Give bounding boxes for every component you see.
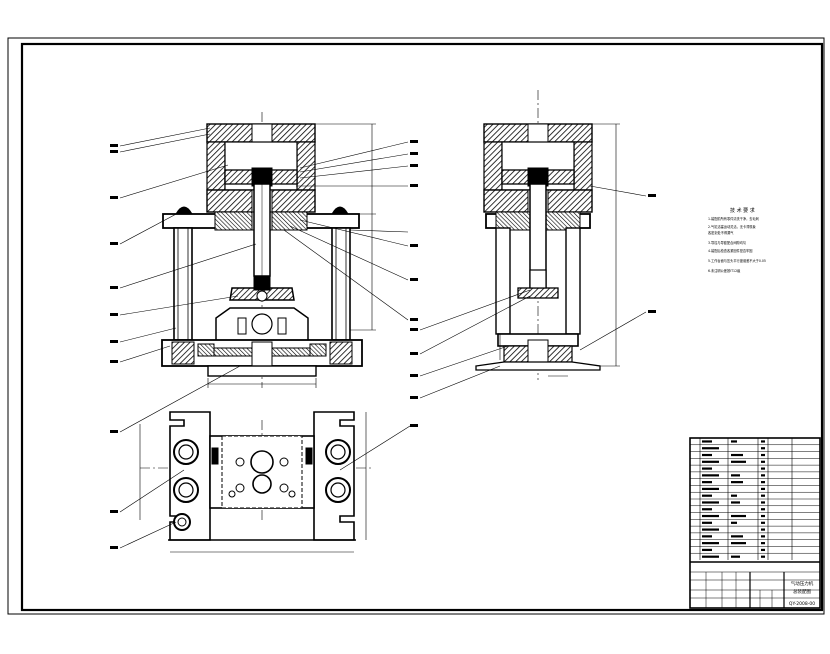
- front-section-view: [110, 112, 418, 433]
- notes-line: 3.导柱与导套配合间隙均匀: [708, 240, 746, 245]
- parts-list-entry: [761, 474, 765, 477]
- parts-list-entry: [731, 460, 746, 463]
- parts-list-entry: [702, 535, 712, 538]
- parts-list-entry: [702, 481, 712, 484]
- parts-list-entry: [702, 474, 719, 477]
- parts-list-entry: [761, 440, 765, 443]
- parts-list-entry: [761, 528, 765, 531]
- parts-list-entry: [731, 535, 743, 538]
- parts-list-rows: [690, 444, 820, 554]
- sheet-frame: [7, 37, 825, 615]
- notes-line: 4.装配后检查各紧固件是否牢固: [708, 248, 752, 253]
- parts-list-entry: [702, 467, 712, 470]
- parts-list-entry: [702, 542, 719, 545]
- parts-list-entry: [702, 447, 719, 450]
- parts-list-entry: [702, 440, 712, 443]
- parts-list-entry: [702, 555, 719, 558]
- parts-list-entry: [731, 474, 740, 477]
- parts-list-entry: [761, 501, 765, 504]
- notes-heading: 技 术 要 求: [730, 207, 755, 214]
- parts-list-entry: [702, 508, 712, 511]
- leader-labels-right: [410, 140, 418, 321]
- parts-list-entry: [731, 514, 746, 518]
- parts-list-entry: [702, 528, 719, 531]
- technical-notes: 技 术 要 求 1.装配前所有零件清洗干净，去毛刺 2.气缸活塞运动灵活，无卡滞…: [708, 207, 766, 273]
- parts-list-entry: [761, 521, 765, 524]
- notes-line: 5.工作台面与压头平行度误差不大于0.05: [708, 258, 766, 263]
- parts-list-entry: [761, 467, 765, 470]
- parts-list-entry: [761, 494, 765, 497]
- parts-list-entry: [731, 453, 743, 457]
- leader-labels-left: [110, 144, 118, 433]
- parts-list-entry: [761, 542, 765, 545]
- parts-list-entry: [731, 501, 740, 504]
- parts-list-entry: [761, 555, 765, 558]
- parts-list-entry: [702, 501, 719, 504]
- parts-list-entry: [702, 453, 712, 457]
- parts-list-entry: [761, 447, 765, 450]
- notes-line: 各密封处不得漏气: [708, 230, 734, 235]
- outer-frame: [7, 37, 825, 615]
- parts-list-entry: [761, 548, 765, 552]
- title-block: 气动压力机 总装配图 QY-2008-00: [689, 437, 821, 609]
- title-block-name: 气动压力机: [791, 580, 814, 587]
- guide-column-left: [173, 227, 193, 341]
- parts-list-entry: [702, 548, 712, 552]
- parts-list-entry: [761, 508, 765, 511]
- guide-column-right: [331, 227, 351, 341]
- parts-list-entry: [731, 440, 737, 443]
- parts-list-entry: [702, 460, 719, 463]
- parts-list-entry: [702, 487, 719, 491]
- parts-list-entry: [731, 542, 746, 545]
- leader-lines-left: [119, 127, 257, 433]
- parts-list-entries: [702, 440, 765, 558]
- notes-line: 1.装配前所有零件清洗干净，去毛刺: [708, 216, 759, 221]
- parts-list-entry: [761, 487, 765, 491]
- cylinder-wall-left: [206, 141, 226, 191]
- leader-lines-right: [283, 141, 409, 321]
- parts-list-entry: [702, 514, 719, 518]
- parts-list-entry: [761, 481, 765, 484]
- notes-line: 2.气缸活塞运动灵活，无卡滞现象: [708, 224, 756, 229]
- cylinder-wall-right: [296, 141, 316, 191]
- parts-list-entry: [761, 453, 765, 457]
- side-section-view: [410, 90, 656, 399]
- parts-list-entry: [731, 494, 737, 497]
- notes-line: 6.未注明公差按IT12级: [708, 268, 741, 273]
- title-block-subtitle: 总装配图: [793, 588, 811, 595]
- drawing-number: QY-2008-00: [789, 601, 815, 607]
- parts-list-entry: [731, 481, 743, 484]
- inner-frame: [20, 42, 824, 612]
- parts-list-entry: [702, 494, 712, 497]
- parts-list-entry: [731, 521, 737, 524]
- parts-list-entry: [702, 521, 712, 524]
- parts-list-entry: [731, 555, 740, 558]
- plan-right-bracket: [313, 411, 355, 541]
- parts-list-entry: [761, 535, 765, 538]
- plan-view: [110, 411, 418, 553]
- parts-list-entry: [761, 514, 765, 518]
- parts-list-entry: [761, 460, 765, 463]
